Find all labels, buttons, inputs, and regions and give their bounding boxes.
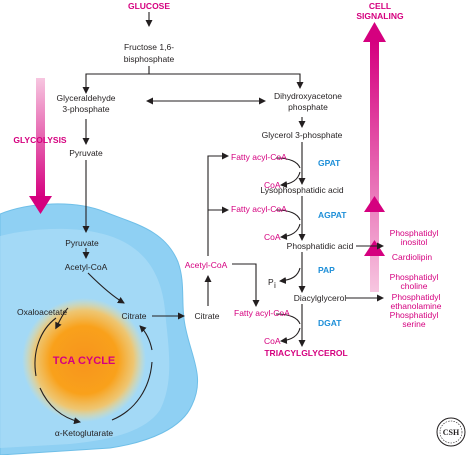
lpa-label: Lysophosphatidic acid [260,185,344,195]
gap-label-line2: 3-phosphate [62,104,110,114]
svg-text:CSH: CSH [443,428,460,437]
dhap-label-line2: phosphate [288,102,328,112]
oxaloacetate-label: Oxaloacetate [17,307,67,317]
pi-inositol-line2: inositol [401,237,428,247]
pi-inositol-line1: Phosphatidyl [390,228,439,238]
fatty-acyl-coa-2-label: Fatty acyl-CoA [231,204,287,214]
tca-cycle-label: TCA CYCLE [53,355,116,367]
acetyl-coa-mito-label: Acetyl-CoA [65,262,108,272]
fructose-label-line1: Fructose 1,6- [124,42,174,52]
fatty-acyl-coa-3-label: Fatty acyl-CoA [234,308,290,318]
agpat-label: AGPAT [318,210,347,220]
pc-line1: Phosphatidyl [390,272,439,282]
tag-label: TRIACYLGLYCEROL [264,348,347,358]
pyruvate-mito-label: Pyruvate [65,238,99,248]
cardiolipin-label: Cardiolipin [392,252,432,262]
cell-signaling-label-line2: SIGNALING [356,11,404,21]
glucose-label: GLUCOSE [128,1,170,11]
pi-subscript: i [274,280,276,290]
ps-line2: serine [402,319,425,329]
citrate-mito-label: Citrate [121,311,146,321]
pa-label: Phosphatidic acid [287,241,354,251]
tca-cycle-core [22,298,146,422]
coa-1-label: CoA [264,180,281,190]
gpat-label: GPAT [318,158,341,168]
pathway-arrows [34,12,384,425]
citrate-cyto-label: Citrate [194,311,219,321]
pyruvate-cyto-label: Pyruvate [69,148,103,158]
dhap-label-line1: Dihydroxyacetone [274,91,342,101]
glycolysis-arrow [29,78,52,214]
pi-label: P [268,277,274,287]
labels: GLUCOSE CELL SIGNALING Fructose 1,6- bis… [13,1,441,438]
coa-3-label: CoA [264,336,281,346]
g3p-label: Glycerol 3-phosphate [262,130,343,140]
cell-signaling-arrow [363,22,386,292]
dag-label: Diacylglycerol [294,293,347,303]
fatty-acyl-coa-1-label: Fatty acyl-CoA [231,152,287,162]
csh-logo: CSH [436,417,466,447]
ps-line1: Phosphatidyl [390,310,439,320]
pe-line1: Phosphatidyl [392,292,441,302]
pap-label: PAP [318,265,335,275]
coa-2-label: CoA [264,232,281,242]
gap-label-line1: Glyceraldehyde [56,93,115,103]
akg-label: α-Ketoglutarate [55,428,114,438]
pe-line2: ethanolamine [390,301,441,311]
acetyl-coa-cyto-label: Acetyl-CoA [185,260,228,270]
glycolysis-label: GLYCOLYSIS [13,135,67,145]
dgat-label: DGAT [318,318,342,328]
pc-line2: choline [401,281,428,291]
cell-signaling-label-line1: CELL [369,1,391,11]
fructose-label-line2: bisphosphate [124,54,175,64]
